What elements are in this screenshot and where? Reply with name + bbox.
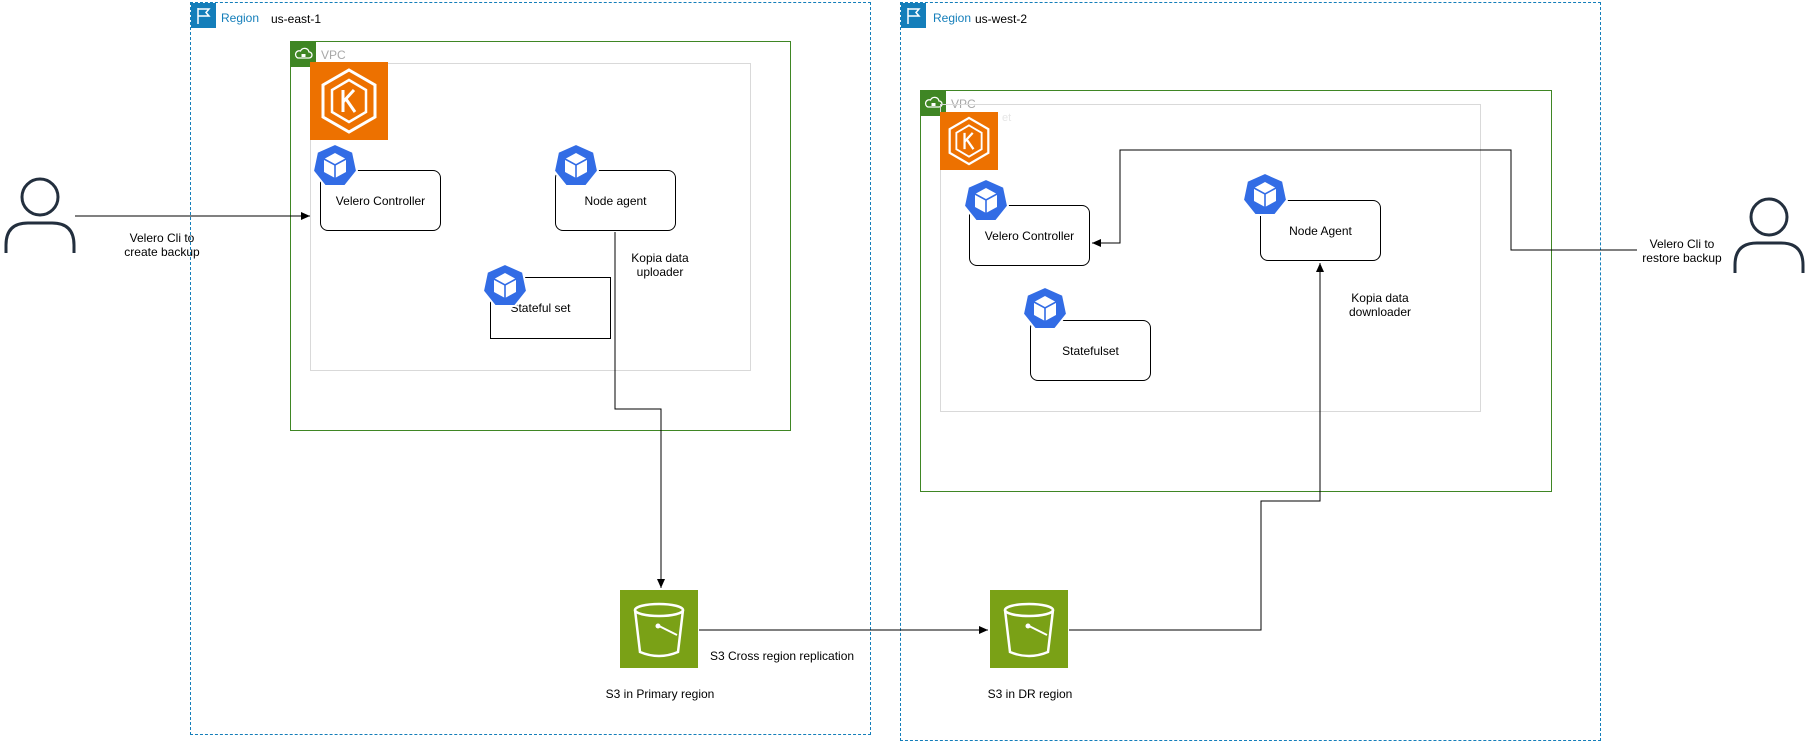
subnet-dr: [940, 104, 1481, 412]
stateful-set-label: Stateful set: [510, 301, 571, 315]
node-agent-dr: Node Agent: [1260, 200, 1381, 261]
stateful-set-label: Statefulset: [1062, 343, 1119, 358]
kubernetes-cube-icon: [552, 142, 600, 187]
label-restore-backup: Velero Cli to restore backup: [1642, 237, 1722, 265]
kubernetes-k-icon: [948, 116, 990, 166]
region-label: Region: [221, 11, 260, 25]
user-icon: [1733, 197, 1805, 273]
subnet-label: et: [1002, 112, 1012, 124]
vpc-primary: VPC: [290, 41, 791, 431]
velero-controller-primary: Velero Controller: [320, 170, 441, 231]
kubernetes-k-icon: [321, 68, 377, 134]
bucket-icon: [1003, 602, 1055, 658]
subnet-primary: [310, 63, 751, 371]
kubernetes-cube-icon: [1021, 285, 1069, 330]
connector-restore-backup: [1092, 149, 1637, 251]
region-name: us-east-1: [271, 12, 322, 26]
label-s3-primary: S3 in Primary region: [605, 687, 715, 701]
eks-icon-primary: [310, 62, 388, 140]
stateful-set-dr: Statefulset: [1030, 320, 1151, 381]
connector-kopia-download: [1069, 263, 1324, 631]
user-icon: [4, 177, 76, 253]
kubernetes-cube-icon: [962, 177, 1010, 222]
velero-controller-label: Velero Controller: [335, 193, 426, 208]
region-us-east-1: Region us-east-1: [190, 2, 871, 735]
region-name: us-west-2: [975, 12, 1028, 26]
node-agent-label: Node Agent: [1289, 223, 1352, 238]
flag-icon: [901, 3, 926, 28]
node-agent-label: Node agent: [584, 193, 647, 208]
velero-controller-label: Velero Controller: [984, 228, 1075, 243]
cloud-lock-icon: [921, 91, 946, 116]
kubernetes-cube-icon: [1241, 171, 1289, 216]
s3-bucket-dr: [990, 590, 1068, 668]
bucket-icon: [633, 602, 685, 658]
label-s3-dr: S3 in DR region: [987, 687, 1073, 701]
vpc-dr: VPC: [920, 90, 1552, 492]
label-cross-region-replication: S3 Cross region replication: [710, 649, 855, 663]
s3-bucket-primary: [620, 590, 698, 668]
vpc-label: VPC: [321, 48, 346, 62]
label-kopia-downloader: Kopia data downloader: [1348, 291, 1412, 319]
label-create-backup: Velero Cli to create backup: [124, 231, 200, 259]
kubernetes-cube-icon: [481, 262, 529, 307]
kubernetes-cube-icon: [311, 142, 359, 187]
eks-icon-dr: [940, 112, 998, 170]
region-us-west-2: Region us-west-2: [900, 2, 1601, 741]
flag-icon: [191, 3, 216, 28]
label-kopia-uploader: Kopia data uploader: [631, 251, 689, 279]
connector-kopia-upload: [614, 232, 665, 588]
region-label: Region: [933, 11, 972, 25]
